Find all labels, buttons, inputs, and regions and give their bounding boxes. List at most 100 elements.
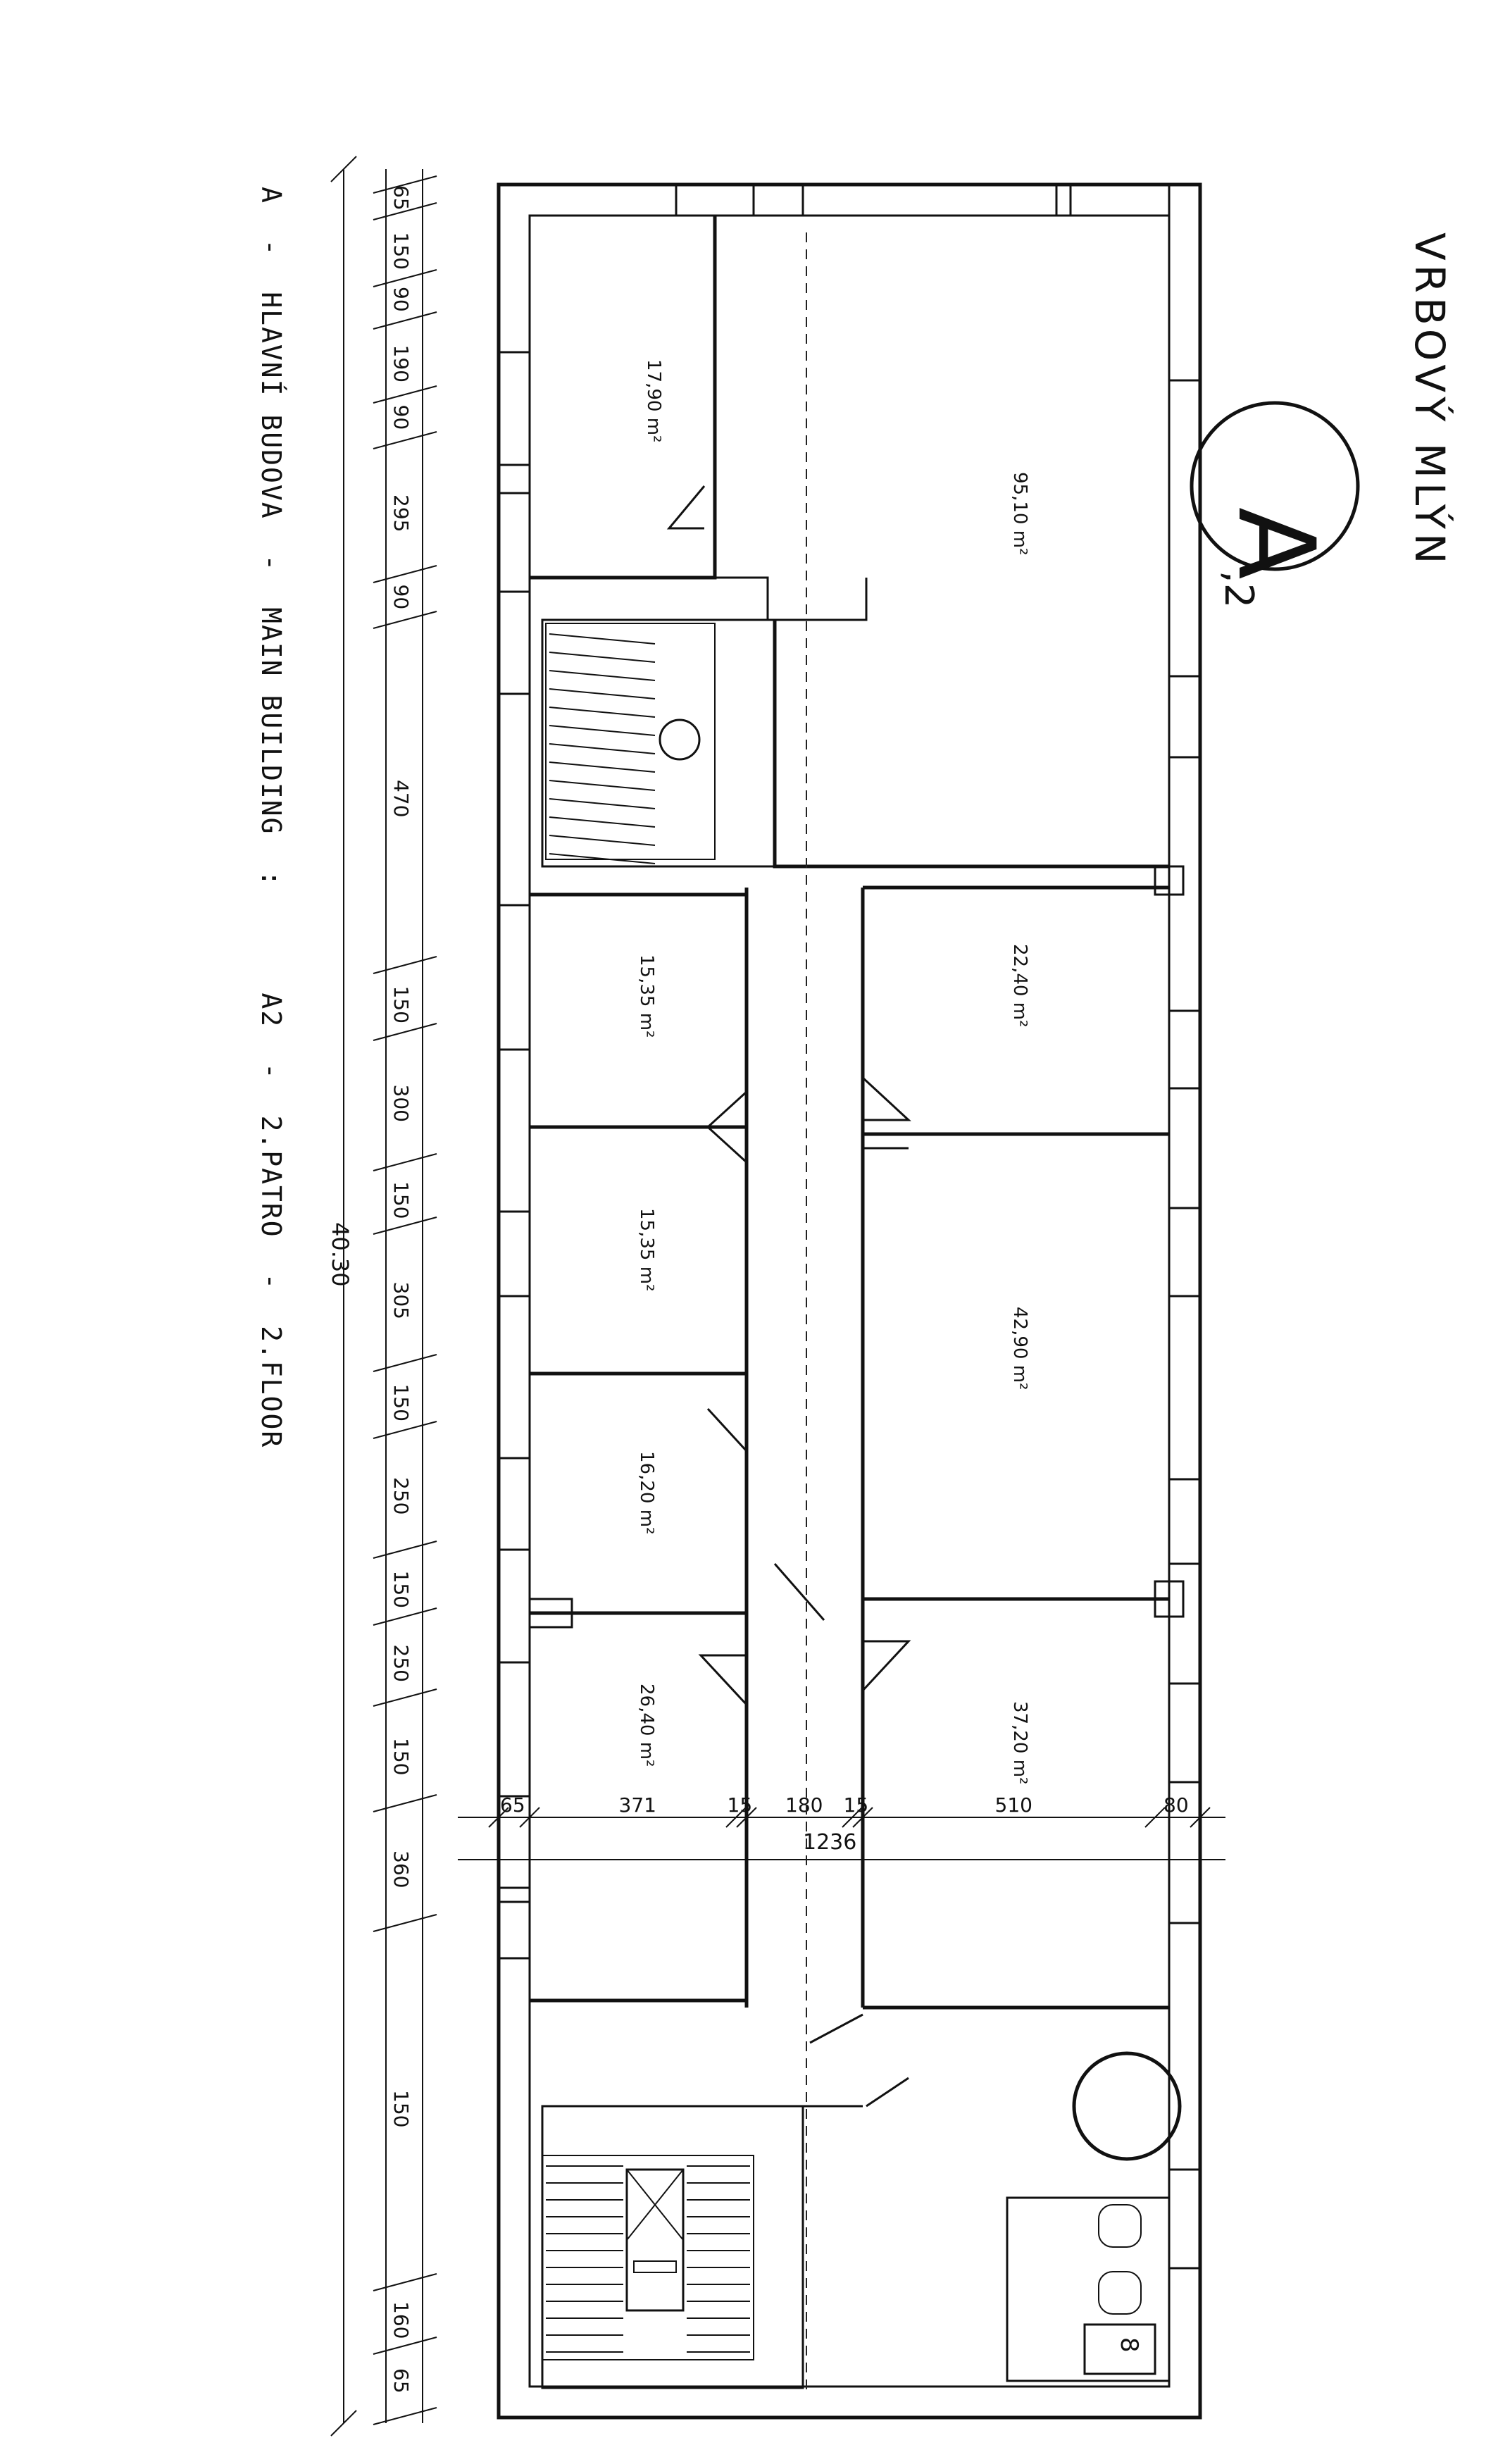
dimension-chain-label: 150 — [389, 2090, 413, 2127]
dimension-chain-label: 150 — [389, 1181, 413, 1219]
sheet-letter: A — [1214, 507, 1337, 580]
dimension-tick — [373, 1914, 437, 1932]
north-staircase — [545, 623, 716, 864]
stair-tread — [549, 688, 656, 699]
room-e1-area: 22,40 m² — [1009, 944, 1030, 1027]
room-labels: 17,90 m² 95,10 m² 15,35 m² 22,40 m² 15,35 m²… — [636, 359, 1030, 1784]
stair-tread — [549, 743, 656, 754]
sanitary-block: 8 — [1006, 2051, 1182, 2382]
room-hall-area: 95,10 m² — [1009, 472, 1030, 555]
project-title-text: VRBOVÝ MLÝN — [1406, 232, 1454, 568]
overall-dimension-label: 40.30 — [327, 1222, 354, 1287]
dimension-chain: 65 150 90 190 90 295 90 470 150 300 150 305 150 250 15… — [373, 169, 437, 2425]
interior-walls — [528, 216, 1185, 2389]
dimension-tick — [373, 1354, 437, 1372]
sheet-badge: A ,2 — [1190, 401, 1360, 608]
stair-tread — [549, 853, 656, 864]
width-segment-label: 80 — [1163, 1793, 1189, 1817]
dimension-tick — [373, 1541, 437, 1559]
width-segment-label: 65 — [500, 1793, 525, 1817]
dimension-chain-label: 150 — [389, 1571, 413, 1608]
dimension-tick — [373, 269, 437, 287]
stair-tread — [549, 652, 656, 663]
dimension-tick — [373, 1217, 437, 1235]
dimension-tick — [373, 431, 437, 449]
legend-caption: A - HLAVNÍ BUDOVA - MAIN BUILDING : A2 -… — [256, 187, 287, 1448]
width-dimension: 65 371 15 180 15 510 80 1236 — [458, 1793, 1225, 1860]
legend-caption-text: A - HLAVNÍ BUDOVA - MAIN BUILDING : A2 -… — [256, 187, 287, 1448]
dimension-chain-label: 90 — [389, 287, 413, 312]
dimension-chain-label: 250 — [389, 1477, 413, 1514]
room-corner-area: 17,90 m² — [643, 359, 664, 442]
dimension-tick — [373, 2273, 437, 2291]
dimension-chain-label: 90 — [389, 405, 413, 430]
dimension-tick — [373, 1421, 437, 1439]
dimension-tick — [373, 1688, 437, 1707]
dimension-chain-label: 305 — [389, 1282, 413, 1319]
stair-tread — [549, 761, 656, 773]
dimension-chain-label: 160 — [389, 2301, 413, 2339]
dimension-chain-label: 150 — [389, 232, 413, 270]
dimension-tick — [373, 565, 437, 583]
dimension-chain-label: 190 — [389, 345, 413, 382]
dimension-tick — [373, 956, 437, 974]
room-w1-area: 15,35 m² — [636, 954, 657, 1038]
dimension-tick — [373, 385, 437, 404]
width-tick — [842, 1807, 863, 1828]
dimension-tick — [373, 175, 437, 194]
stair-tread — [549, 725, 656, 736]
width-tick — [736, 1807, 757, 1828]
stair-tread — [549, 780, 656, 791]
width-total: 1236 — [803, 1830, 856, 1855]
width-tick — [852, 1807, 873, 1828]
width-tick — [1144, 1807, 1166, 1828]
width-segment-label: 15 — [844, 1793, 869, 1817]
room-w2-area: 15,35 m² — [636, 1208, 657, 1291]
room-e3-area: 37,20 m² — [1009, 1701, 1030, 1784]
stair-tread — [549, 670, 656, 681]
sheet-number: ,2 — [1216, 571, 1261, 608]
room-w3-area: 16,20 m² — [636, 1451, 657, 1534]
dimension-tick — [373, 1153, 437, 1171]
dimension-chain-label: 65 — [389, 2368, 413, 2394]
room-w4-area: 26,40 m² — [636, 1684, 657, 1767]
width-segment-label: 15 — [728, 1793, 753, 1817]
dimension-chain-label: 295 — [389, 494, 413, 532]
width-tick — [725, 1807, 747, 1828]
dimension-tick — [373, 202, 437, 220]
dimension-chain-label: 300 — [389, 1085, 413, 1122]
west-windows — [497, 351, 531, 1960]
stair-tread — [549, 798, 656, 809]
dimension-chain-label: 150 — [389, 1738, 413, 1775]
dimension-tick — [373, 1794, 437, 1812]
width-segment-label: 510 — [995, 1793, 1032, 1817]
width-segment-label: 180 — [785, 1793, 823, 1817]
project-title: VRBOVÝ MLÝN — [1406, 232, 1454, 568]
dimension-chain-label: 250 — [389, 1645, 413, 1682]
dimension-chain-label: 65 — [389, 185, 413, 211]
south-staircase — [542, 2155, 754, 2360]
stair-tread — [549, 835, 656, 846]
dimension-chain-label: 470 — [389, 780, 413, 817]
dimension-chain-label: 90 — [389, 585, 413, 610]
width-tick — [519, 1807, 540, 1828]
dimension-tick — [373, 1607, 437, 1626]
width-segment-label: 371 — [619, 1793, 656, 1817]
overall-dimension: 40.30 — [327, 156, 357, 2437]
dimension-tick — [373, 611, 437, 629]
dimension-tick — [373, 311, 437, 330]
dimension-chain-label: 150 — [389, 1384, 413, 1421]
width-tick — [1190, 1807, 1211, 1828]
room-e2-area: 42,90 m² — [1009, 1307, 1030, 1390]
door-swings — [666, 485, 911, 2108]
east-windows — [675, 183, 1202, 2270]
dimension-chain-label: 360 — [389, 1850, 413, 1888]
stair-tread — [549, 633, 656, 645]
dimension-chain-label: 150 — [389, 986, 413, 1023]
building-outline — [497, 182, 1202, 2420]
stair-tread — [549, 816, 656, 828]
stair-tread — [549, 707, 656, 718]
stair-symbol-text: 8 — [1115, 2337, 1143, 2353]
dimension-tick — [373, 2337, 437, 2355]
